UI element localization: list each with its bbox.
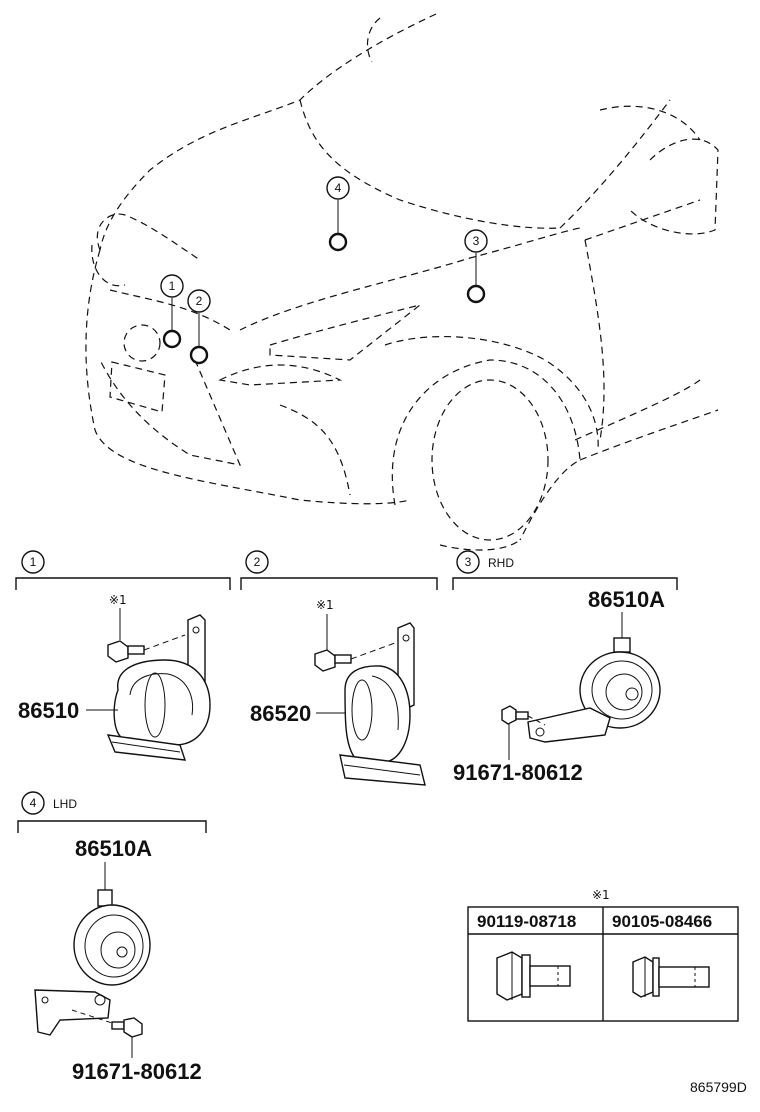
section-1-note: ※1 [109,593,127,607]
bolt-icon [501,705,546,726]
bolt-with-washer-icon [496,951,571,1001]
horn-icon [527,637,661,743]
callout-circle-1 [160,274,184,298]
callout-3: 3 [473,234,480,248]
part-86510A-rhd: 86510A [588,587,665,612]
diagram-id: 865799D [690,1079,747,1095]
part-86520: 86520 [250,701,311,726]
section-3-number: 3 [465,555,472,569]
location-markers: 4 3 1 2 [160,176,488,365]
section-3: 3 RHD 86510A 91671-80612 [452,550,678,785]
bolt-icon [314,642,396,672]
note-table: ※1 90119-08718 90105-08466 [467,888,739,1022]
section-4-tag: LHD [53,797,77,811]
note-table-mark: ※1 [592,888,610,902]
section-2-number: 2 [254,555,261,569]
bolt-icon [107,634,186,663]
callout-2: 2 [196,294,203,308]
marker-2 [189,345,209,365]
flange-bolt-icon [632,956,710,998]
callout-circle-4 [326,176,350,200]
section-3-tag: RHD [488,556,514,570]
horn-icon [106,659,211,761]
horn-icon [339,665,426,786]
callout-circle-2 [187,289,211,313]
section-2: 2 ※1 86520 [240,550,438,786]
marker-4 [328,232,348,252]
callout-circle-3 [464,229,488,253]
marker-1 [162,329,182,349]
part-86510: 86510 [18,698,79,723]
callout-4: 4 [335,181,342,195]
bolt-icon [71,1009,143,1038]
part-86510A-lhd: 86510A [75,836,152,861]
note-table-col-1: 90119-08718 [477,912,576,931]
section-4: 4 LHD 86510A 91671-80612 [17,791,207,1084]
note-table-col-2: 90105-08466 [612,912,712,931]
horn-icon [34,889,151,1036]
part-91671-80612-rhd: 91671-80612 [453,760,583,785]
section-1: 1 ※1 86510 [15,550,231,761]
section-4-number: 4 [30,796,37,810]
callout-1: 1 [169,279,176,293]
section-1-number: 1 [30,555,37,569]
marker-3 [466,284,486,304]
section-2-note: ※1 [316,598,334,612]
vehicle-outline [85,13,719,551]
part-91671-80612-lhd: 91671-80612 [72,1059,202,1084]
